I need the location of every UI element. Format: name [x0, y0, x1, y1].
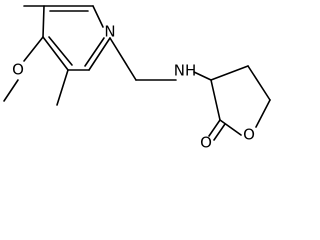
pyridine-nitrogen-label: N — [104, 23, 115, 41]
bond-pyridine-4 — [88, 37, 111, 71]
bond-ring-to-ch2 — [109, 37, 137, 81]
methoxy-oxygen-label: O — [12, 61, 24, 79]
pyridine-ring — [42, 5, 111, 71]
bond-pyridine-3 — [92, 5, 104, 28]
lactone-ring-oxygen-label: O — [243, 126, 255, 144]
bond-ring-to-methoxy-o — [23, 36, 44, 62]
chemical-structure-diagram: N O NH O O — [3, 5, 271, 152]
bond-lactone-1 — [210, 65, 249, 81]
bond-pyridine-6-inner — [48, 36, 73, 66]
bond-pyridine-1 — [42, 5, 45, 38]
bond-methoxy-o-to-methyl — [3, 79, 19, 102]
amine-label: NH — [174, 62, 197, 80]
bond-methyl-bottom — [56, 69, 69, 106]
structure-canvas: N O NH O O — [3, 5, 271, 152]
bond-pyridine-4-inner — [84, 37, 105, 67]
bond-lactone-4 — [219, 119, 242, 136]
bond-lactone-2 — [247, 65, 271, 101]
bond-carbonyl-2 — [213, 123, 226, 141]
bond-lactone-5 — [210, 79, 221, 121]
bond-carbonyl-1 — [208, 119, 221, 137]
bond-nh-to-lactone — [193, 71, 212, 81]
bond-pyridine-6 — [42, 36, 69, 71]
bond-lactone-3 — [255, 99, 271, 128]
lactone-ring — [210, 65, 271, 136]
carbonyl-oxygen-label: O — [200, 134, 212, 152]
